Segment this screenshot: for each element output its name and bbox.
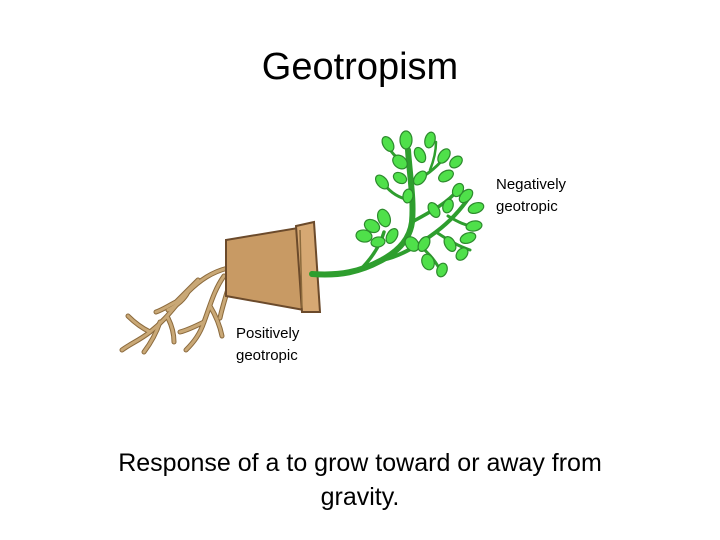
negative-label-line2: geotropic [496, 198, 558, 215]
positive-label-line2: geotropic [236, 347, 298, 364]
positively-geotropic-label: Positively geotropic [236, 323, 299, 367]
slide-caption: Response of a to grow toward or away fro… [40, 446, 680, 514]
caption-line1: Response of a to grow toward or away fro… [118, 449, 602, 477]
flower-pot [225, 220, 322, 313]
slide-title: Geotropism [261, 46, 459, 88]
negatively-geotropic-label: Negatively geotropic [496, 174, 566, 218]
roots [119, 265, 233, 355]
positive-label-line1: Positively [236, 325, 300, 342]
leaves [355, 130, 485, 278]
roots-fill [120, 266, 232, 354]
negative-label-line1: Negatively [496, 176, 567, 193]
caption-line2: gravity. [320, 483, 400, 511]
